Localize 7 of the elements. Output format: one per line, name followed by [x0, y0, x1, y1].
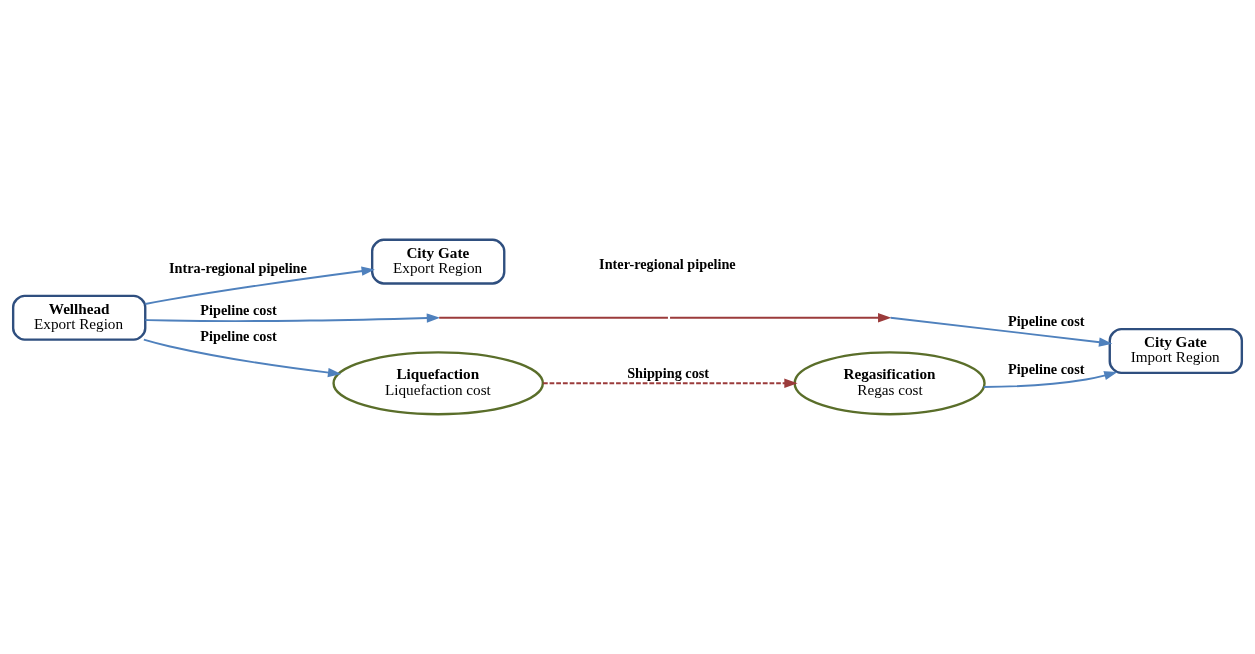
edge-label: Shipping cost — [627, 364, 710, 381]
edge-label: Pipeline cost — [200, 301, 277, 318]
edge-label: Pipeline cost — [1008, 313, 1085, 330]
edge-label: Pipeline cost — [1008, 360, 1085, 377]
edge-label: Pipeline cost — [200, 327, 277, 344]
label: Inter-regional pipeline — [599, 255, 736, 272]
edge-label: Intra-regional pipeline — [169, 260, 307, 277]
